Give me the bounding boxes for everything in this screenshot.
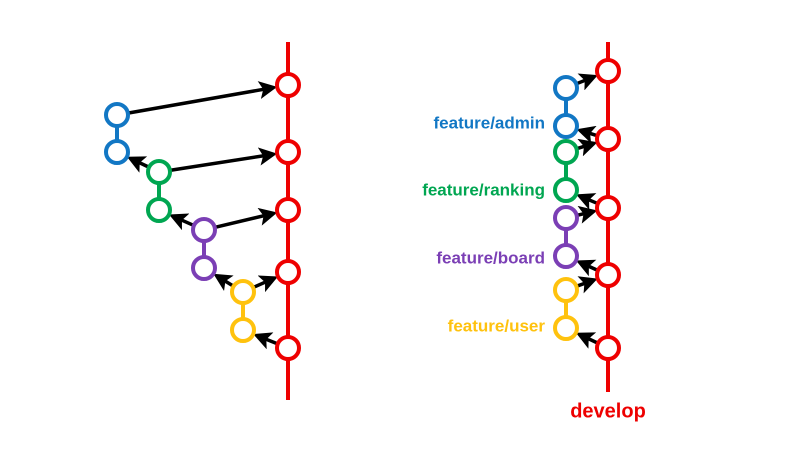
merge-ranking-to-develop-arrow bbox=[577, 138, 598, 157]
branch-develop-to-admin-arrow bbox=[126, 156, 149, 173]
commit-node-branch-admin[interactable] bbox=[553, 75, 579, 101]
merge-ranking-to-develop-arrow bbox=[171, 147, 278, 172]
commit-node-develop[interactable] bbox=[595, 335, 621, 361]
merge-admin-to-develop-arrow bbox=[129, 81, 278, 115]
commit-node-branch-board[interactable] bbox=[191, 255, 217, 281]
commit-node-develop[interactable] bbox=[275, 72, 301, 98]
merge-user-to-develop-arrow bbox=[253, 275, 278, 293]
commit-node-branch-admin[interactable] bbox=[104, 139, 130, 165]
commit-node-develop[interactable] bbox=[275, 139, 301, 165]
commit-node-branch-user[interactable] bbox=[230, 317, 256, 343]
commit-node-develop[interactable] bbox=[595, 58, 621, 84]
merge-board-to-develop-arrow bbox=[215, 207, 278, 229]
branch-develop-to-board-arrow bbox=[213, 273, 234, 292]
branch-develop-to-user-arrow bbox=[253, 332, 278, 350]
commit-node-develop[interactable] bbox=[595, 195, 621, 221]
branch-label-feature-admin: feature/admin bbox=[434, 113, 545, 132]
commit-node-branch-ranking[interactable] bbox=[146, 197, 172, 223]
commit-node-branch-admin[interactable] bbox=[104, 102, 130, 128]
commit-node-branch-board[interactable] bbox=[191, 217, 217, 243]
commit-node-branch-ranking[interactable] bbox=[553, 177, 579, 203]
commit-node-develop[interactable] bbox=[595, 262, 621, 288]
labeled-compact-diagram: feature/admin feature/ranking feature/boar… bbox=[422, 42, 646, 422]
commit-node-branch-ranking[interactable] bbox=[146, 159, 172, 185]
commit-node-develop[interactable] bbox=[275, 335, 301, 361]
branch-label-feature-board: feature/board bbox=[436, 248, 545, 267]
commit-node-branch-admin[interactable] bbox=[553, 113, 579, 139]
commit-node-branch-ranking[interactable] bbox=[553, 139, 579, 165]
branch-develop-to-admin-arrow bbox=[576, 125, 597, 144]
branch-develop-to-board-arrow bbox=[575, 259, 598, 277]
merge-admin-to-develop-arrow bbox=[576, 73, 598, 91]
commit-node-branch-board[interactable] bbox=[553, 205, 579, 231]
branch-label-develop: develop bbox=[570, 400, 646, 422]
merge-board-to-develop-arrow bbox=[577, 205, 598, 224]
merge-user-to-develop-arrow bbox=[577, 276, 598, 294]
commit-node-branch-board[interactable] bbox=[553, 243, 579, 269]
branch-develop-to-ranking-arrow bbox=[576, 193, 598, 210]
commit-node-branch-user[interactable] bbox=[553, 277, 579, 303]
commit-node-develop[interactable] bbox=[275, 197, 301, 223]
commit-node-develop[interactable] bbox=[275, 259, 301, 285]
commit-node-branch-user[interactable] bbox=[553, 315, 579, 341]
branch-develop-to-user-arrow bbox=[575, 332, 598, 349]
commit-node-develop[interactable] bbox=[595, 126, 621, 152]
branch-develop-to-ranking-arrow bbox=[169, 213, 194, 231]
commit-node-branch-user[interactable] bbox=[230, 279, 256, 305]
unlabeled-staircase-diagram bbox=[104, 42, 301, 400]
branch-label-feature-ranking: feature/ranking bbox=[422, 180, 545, 199]
branch-label-feature-user: feature/user bbox=[448, 316, 546, 335]
